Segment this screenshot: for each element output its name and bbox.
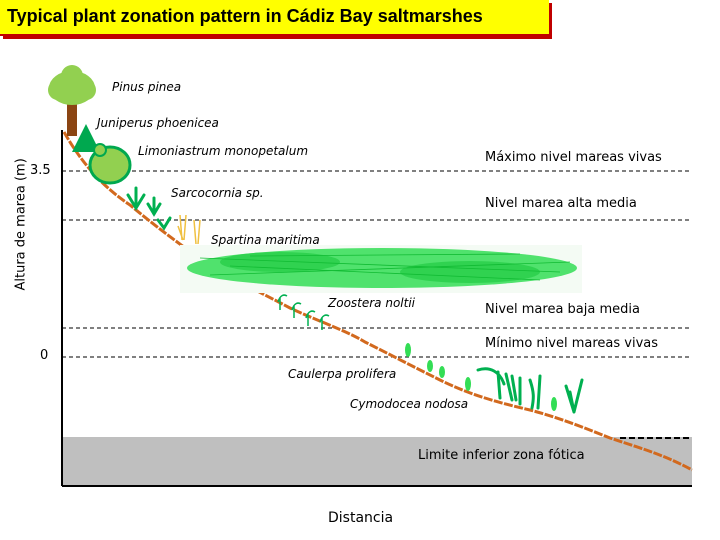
label-sarcocornia: Sarcocornia sp. <box>171 186 264 200</box>
sarcocornia-plants <box>126 186 172 231</box>
photic-zone-band <box>62 437 692 485</box>
cymodocea-plants <box>476 367 584 414</box>
limoniastrum-bush-icon <box>88 143 132 185</box>
label-spartina: Spartina maritima <box>211 233 320 247</box>
label-photic-limit: Limite inferior zona fótica <box>418 448 585 463</box>
label-max-tide: Máximo nivel mareas vivas <box>485 150 662 165</box>
spartina-sprouts <box>177 214 201 245</box>
label-min-tide: Mínimo nivel mareas vivas <box>485 336 659 351</box>
label-zoostera: Zoostera noltii <box>328 296 415 310</box>
x-axis-label: Distancia <box>328 510 394 526</box>
label-juniperus: Juniperus phoenicea <box>97 116 219 130</box>
label-caulerpa: Caulerpa prolifera <box>288 367 397 381</box>
diagram-title: Typical plant zonation pattern in Cádiz … <box>7 6 483 26</box>
label-high-tide: Nivel marea alta media <box>485 196 637 211</box>
label-low-tide: Nivel marea baja media <box>485 302 640 317</box>
title-banner: Typical plant zonation pattern in Cádiz … <box>0 0 549 36</box>
spartina-meadow <box>180 245 582 293</box>
ground-profile <box>62 131 693 472</box>
zoostera-plants <box>277 294 330 330</box>
label-cymodocea: Cymodocea nodosa <box>350 397 469 411</box>
pinus-crown <box>48 65 96 105</box>
pinus-trunk <box>67 100 77 136</box>
y-axis-label: Altura de marea (m) <box>13 158 29 291</box>
label-limoniastrum: Limoniastrum monopetalum <box>138 144 309 158</box>
caulerpa-plants <box>405 343 557 411</box>
juniperus-tree-icon <box>72 124 100 152</box>
label-pinus: Pinus pinea <box>112 80 182 94</box>
y-tick-high: 3.5 <box>30 163 51 178</box>
y-tick-low: 0 <box>40 348 49 363</box>
